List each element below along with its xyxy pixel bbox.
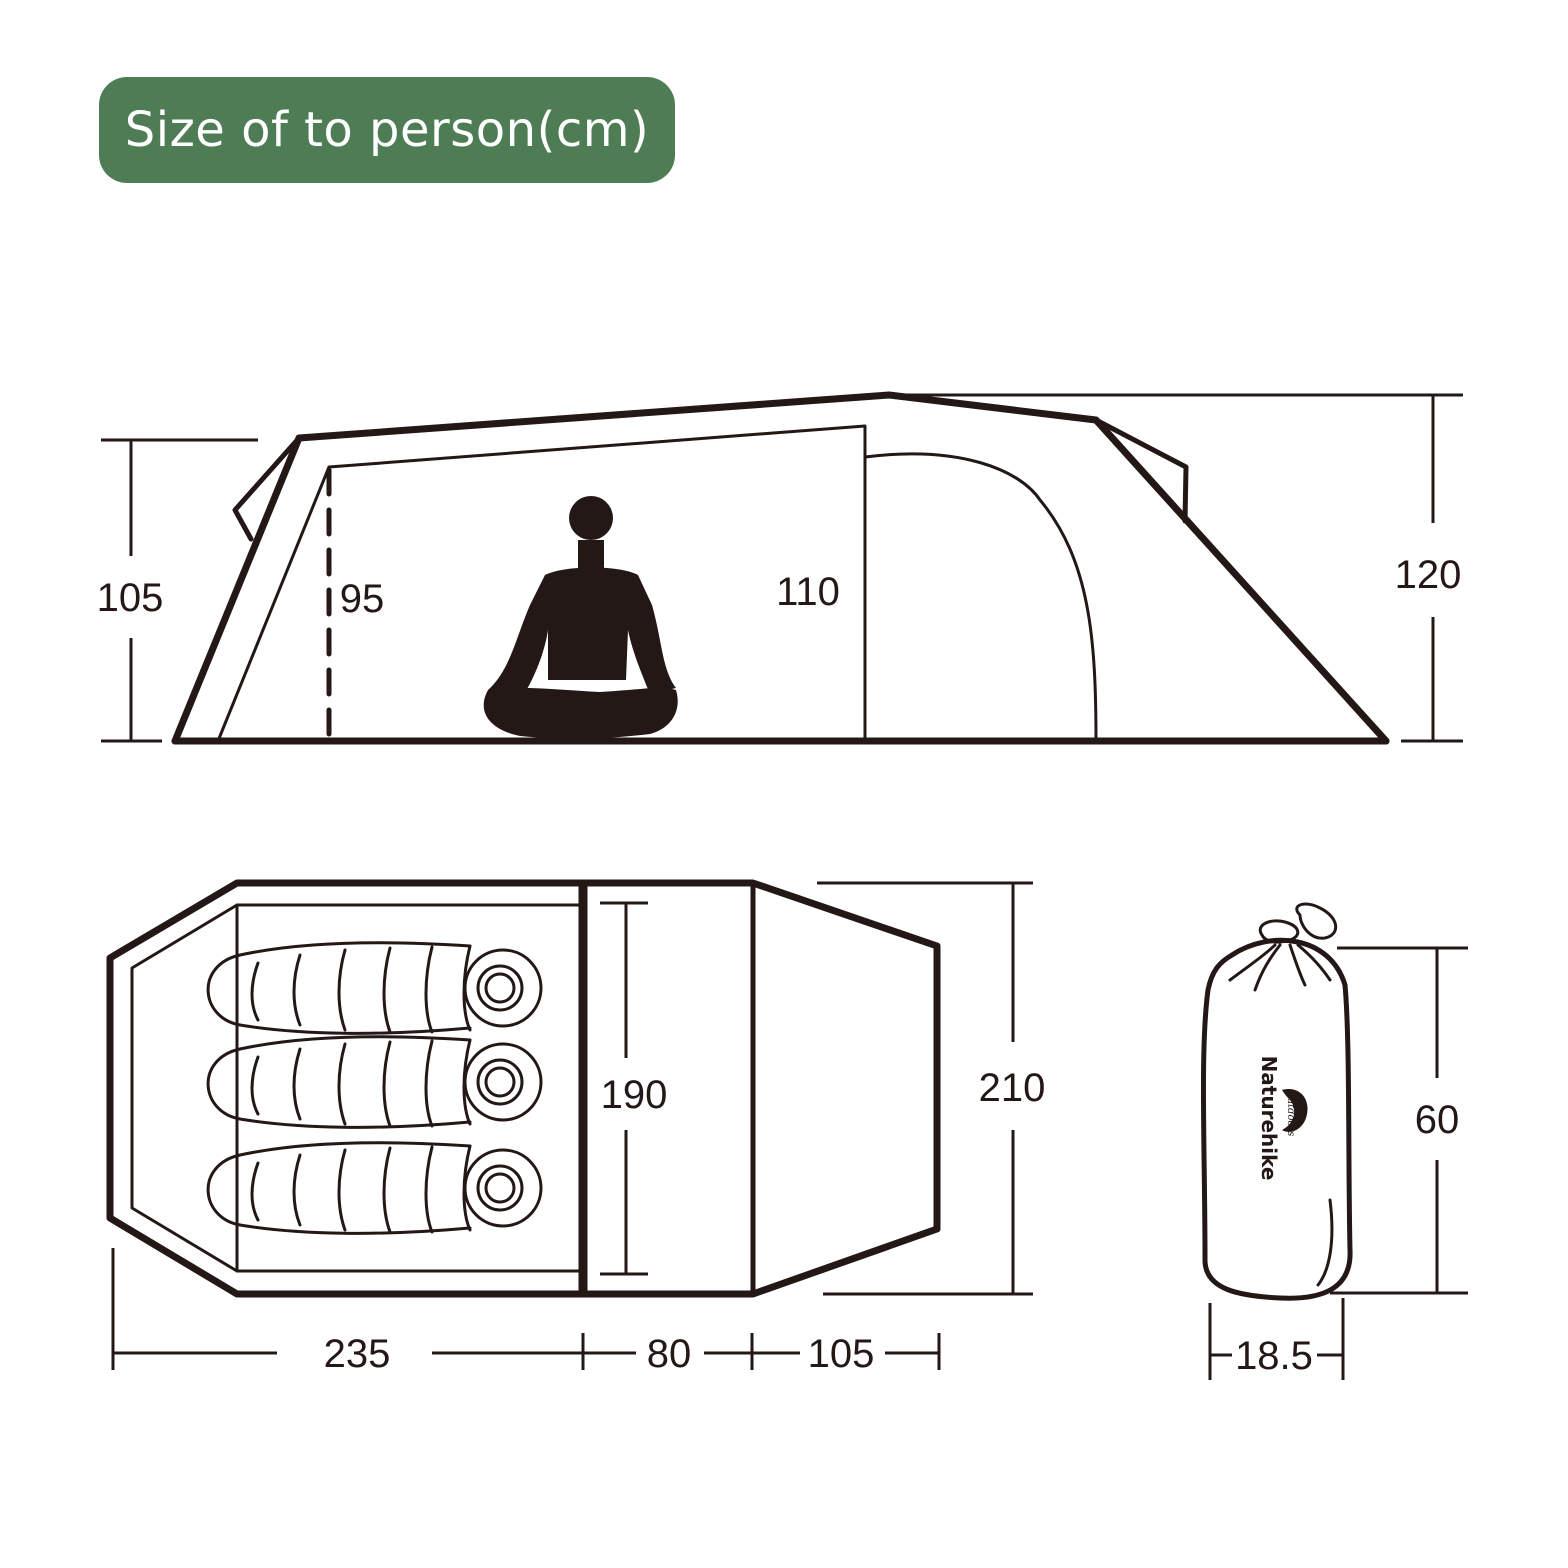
person-silhouette <box>483 496 678 739</box>
sleeping-bag <box>206 1035 543 1129</box>
label-inner-width: 235 <box>324 1332 391 1376</box>
dim-total-height: 120 <box>889 393 1463 743</box>
side-outer-fly <box>171 391 1390 745</box>
pack-bag-side-crease <box>1316 1198 1334 1287</box>
brand-name: Naturehike <box>1257 1056 1281 1181</box>
pack-bag-body <box>1200 937 1353 1301</box>
side-front-vent <box>232 435 302 542</box>
side-inner-tent <box>216 424 867 743</box>
top-view: 190 210 235 80 105 <box>106 879 1046 1376</box>
top-front-bevel-inner <box>130 903 239 1273</box>
label-pack-diameter: 18.5 <box>1235 1334 1313 1378</box>
pack-bag-loop <box>1295 902 1338 940</box>
label-inner-height: 95 <box>340 577 385 621</box>
brand-sub: outdoors <box>1285 1092 1296 1137</box>
label-total-height: 120 <box>1395 553 1462 597</box>
label-front-height: 105 <box>97 576 164 620</box>
title-badge: Size of to person(cm) <box>99 77 675 183</box>
side-vestibule-arch <box>863 452 1098 743</box>
label-vestibule-end: 105 <box>808 1332 875 1376</box>
dim-inner-length: 190 <box>600 901 668 1276</box>
side-view: 105 95 110 120 <box>97 391 1463 745</box>
top-outer-footprint <box>106 879 941 1298</box>
sleeping-bag <box>206 941 543 1035</box>
label-middle-height: 110 <box>776 570 840 614</box>
side-rear-vent <box>1093 417 1189 524</box>
label-total-width: 210 <box>979 1066 1046 1110</box>
pack-bag-knot <box>1258 919 1300 944</box>
pack-bag-folds <box>1228 943 1332 992</box>
sleeping-bag <box>206 1141 543 1235</box>
label-vestibule-mid: 80 <box>647 1332 692 1376</box>
label-pack-height: 60 <box>1415 1098 1460 1142</box>
dim-total-width: 210 <box>817 881 1046 1296</box>
label-inner-length: 190 <box>601 1073 668 1117</box>
naturehike-logo-icon <box>1282 1089 1308 1132</box>
dim-front-height: 105 <box>97 438 258 743</box>
pack-bag: Naturehike outdoors 60 18.5 <box>1200 902 1468 1380</box>
dim-pack-height: 60 <box>1330 946 1468 1295</box>
dim-pack-diameter: 18.5 <box>1208 1298 1345 1380</box>
dim-length-row: 235 80 105 <box>111 1248 941 1376</box>
